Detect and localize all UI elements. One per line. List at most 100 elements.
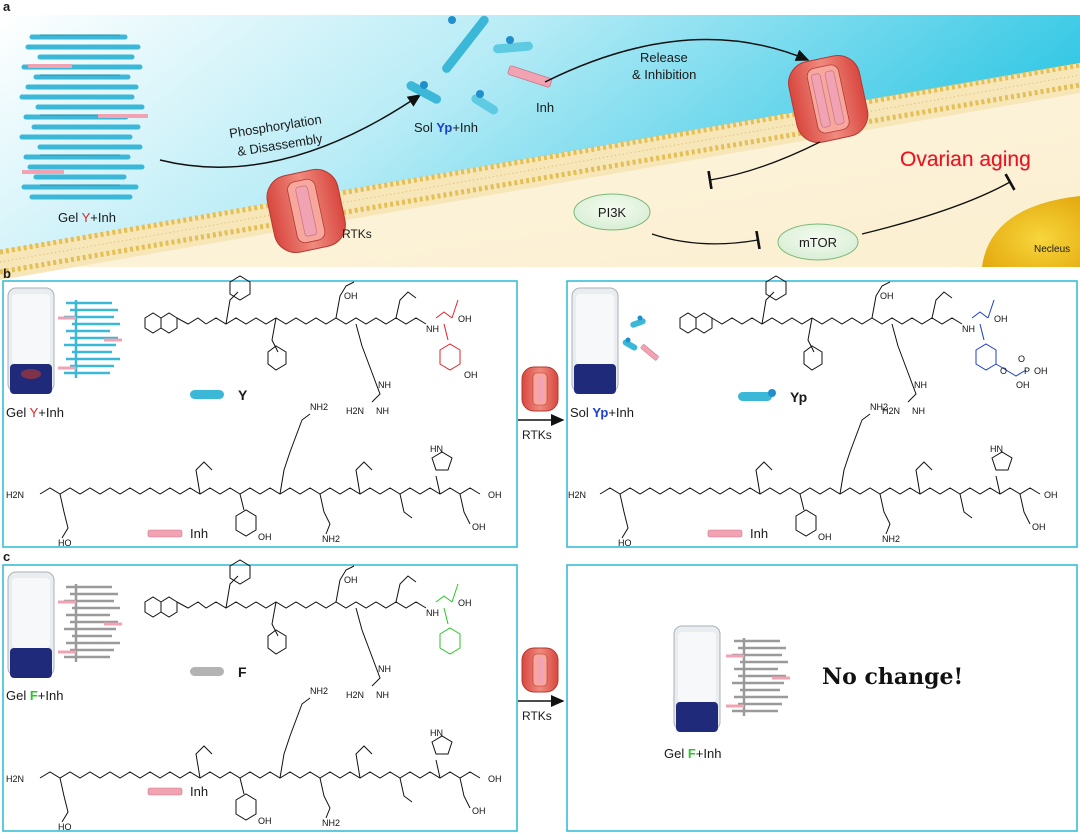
chem-nh: NH [378,380,391,390]
panel-c: c Gel F+Inh [2,549,1078,832]
key-inh: Inh [190,784,208,799]
nucleus-label: Necleus [1034,244,1070,255]
chem-oh: OH [1016,380,1030,390]
inhibitor-bar-icon [58,316,122,370]
chem-oh: OH [472,806,486,816]
step2-line2: & Inhibition [632,67,696,82]
chem-nh2: NH2 [322,534,340,544]
chem-nh: NH [378,664,391,674]
receptor-inhibited-icon [788,54,869,143]
chem-oh: OH [818,532,832,542]
pi3k-node [573,193,651,231]
vial-icon [673,625,721,732]
inhibitor-structure [599,413,1041,539]
chem-nh: NH [376,406,389,416]
inhibit-pi3k-line [707,141,821,190]
free-yp-peptides [622,315,659,361]
arrow-label-rtks: RTKs [522,709,552,723]
inhibitor-bar-icon [726,654,790,708]
chem-oh: OH [464,370,478,380]
receptor-icon [521,366,559,412]
step2-line1: Release [640,50,688,65]
chem-o: O [1018,354,1025,364]
chem-oh: OH [994,314,1008,324]
chem-oh: OH [1034,366,1048,376]
chem-oh: OH [458,314,472,324]
gel-f-result-label: Gel F+Inh [664,746,721,761]
panel-b-left-box [2,280,518,548]
chem-h2n: H2N [346,406,364,416]
nucleus-icon [982,196,1080,267]
membrane-tails [0,74,1080,263]
no-change-label: No change! [822,664,963,690]
chem-nh2: NH2 [882,534,900,544]
mtor-label: mTOR [799,235,837,250]
peptide-capsule-icon [190,667,224,676]
chem-o: O [1000,366,1007,376]
chem-oh: OH [1044,490,1058,500]
panel-a: a [0,0,1080,280]
chem-oh: OH [458,598,472,608]
chem-nh2: NH2 [870,402,888,412]
gel-y-label: Gel Y+Inh [58,210,116,225]
chem-hn: HN [430,728,443,738]
vial-icon [7,287,55,394]
hydrogel-fiber-icon [64,300,120,378]
chem-h2n: H2N [346,690,364,700]
mtor-aging-line [861,173,1016,235]
membrane-inner-heads [0,82,1080,275]
mtor-node [777,223,859,261]
pi3k-mtor-line [651,230,761,250]
hydrogel-fiber-icon [19,34,148,200]
phosphate-dot [768,389,776,397]
arrow-label-rtks: RTKs [522,428,552,442]
panel-b-label: b [3,266,11,281]
chem-oh: OH [880,291,894,301]
vial-icon [571,287,619,394]
chem-hn: HN [990,444,1003,454]
chem-h2n: H2N [6,490,24,500]
release-arrow [544,38,810,83]
chem-hn: HN [430,444,443,454]
inhibitor-bar-icon [58,600,122,654]
membrane-outer-heads [0,62,1080,255]
chem-nh: NH [912,406,925,416]
chem-nh: NH [426,324,439,334]
hydrogel-fiber-icon [64,584,120,662]
chem-h2n: H2N [882,406,900,416]
chem-ho: HO [58,538,72,548]
panel-c-right-box [566,564,1078,832]
chem-nh: NH [376,690,389,700]
chem-nh2: NH2 [322,818,340,828]
hydrogel-fiber-icon [732,638,788,716]
chem-nh2: NH2 [310,402,328,412]
free-yp-peptides [406,15,553,115]
inhibitor-bar-icon [147,529,183,538]
peptide-capsule-icon [738,392,772,401]
sol-yp-label: Sol Yp+Inh [414,120,478,135]
disassembly-arrow [159,94,422,168]
sol-yp-vial-label: Sol Yp+Inh [570,405,634,420]
key-y: Y [238,387,248,403]
peptide-yp-structure [679,275,1027,403]
key-yp: Yp [790,389,807,405]
chem-nh: NH [426,608,439,618]
inhibitor-bar-icon [707,529,743,538]
gel-f-vial-label: Gel F+Inh [6,688,63,703]
chem-h2n: H2N [568,490,586,500]
key-inh: Inh [750,526,768,541]
chem-oh: OH [258,816,272,826]
chem-p: P [1024,366,1030,376]
panel-b: b Gel Y+Inh [2,266,1078,548]
pi3k-label: PI3K [598,205,627,220]
receptor-label: RTKs [342,227,372,241]
chem-oh: OH [344,291,358,301]
chem-oh: OH [472,522,486,532]
peptide-f-structure [144,559,461,687]
panel-c-left-box [2,564,518,832]
inhibitor-structure [39,697,481,823]
gel-y-vial-label: Gel Y+Inh [6,405,64,420]
panel-c-label: c [3,549,10,564]
chem-oh: OH [344,575,358,585]
